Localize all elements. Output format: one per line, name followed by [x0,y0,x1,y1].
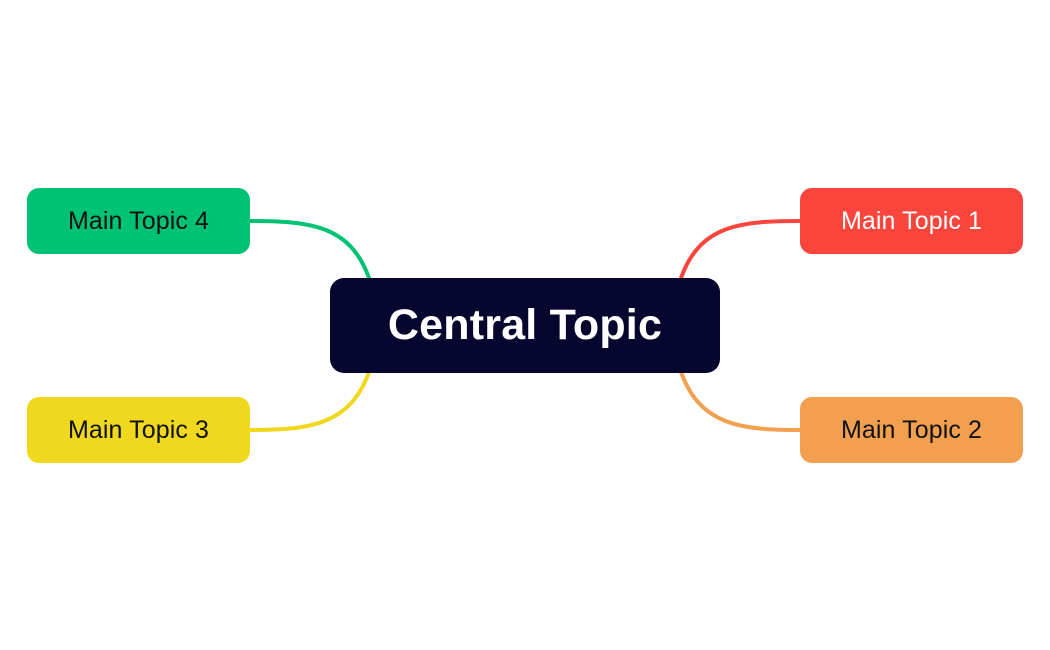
main-topic-1-node[interactable]: Main Topic 1 [800,188,1023,254]
main-topic-1-label: Main Topic 1 [840,206,983,235]
main-topic-3-label: Main Topic 3 [67,415,210,444]
main-topic-4-node[interactable]: Main Topic 4 [27,188,250,254]
central-topic-node[interactable]: Central Topic [330,278,720,373]
connector-central-to-topic-4 [248,219,371,280]
main-topic-2-node[interactable]: Main Topic 2 [800,397,1023,463]
central-topic-label: Central Topic [387,301,663,349]
connector-central-to-topic-1 [679,219,802,280]
connector-central-to-topic-2 [679,370,802,432]
main-topic-2-label: Main Topic 2 [840,415,983,444]
main-topic-4-label: Main Topic 4 [67,206,210,235]
connector-central-to-topic-3 [248,370,371,432]
main-topic-3-node[interactable]: Main Topic 3 [27,397,250,463]
